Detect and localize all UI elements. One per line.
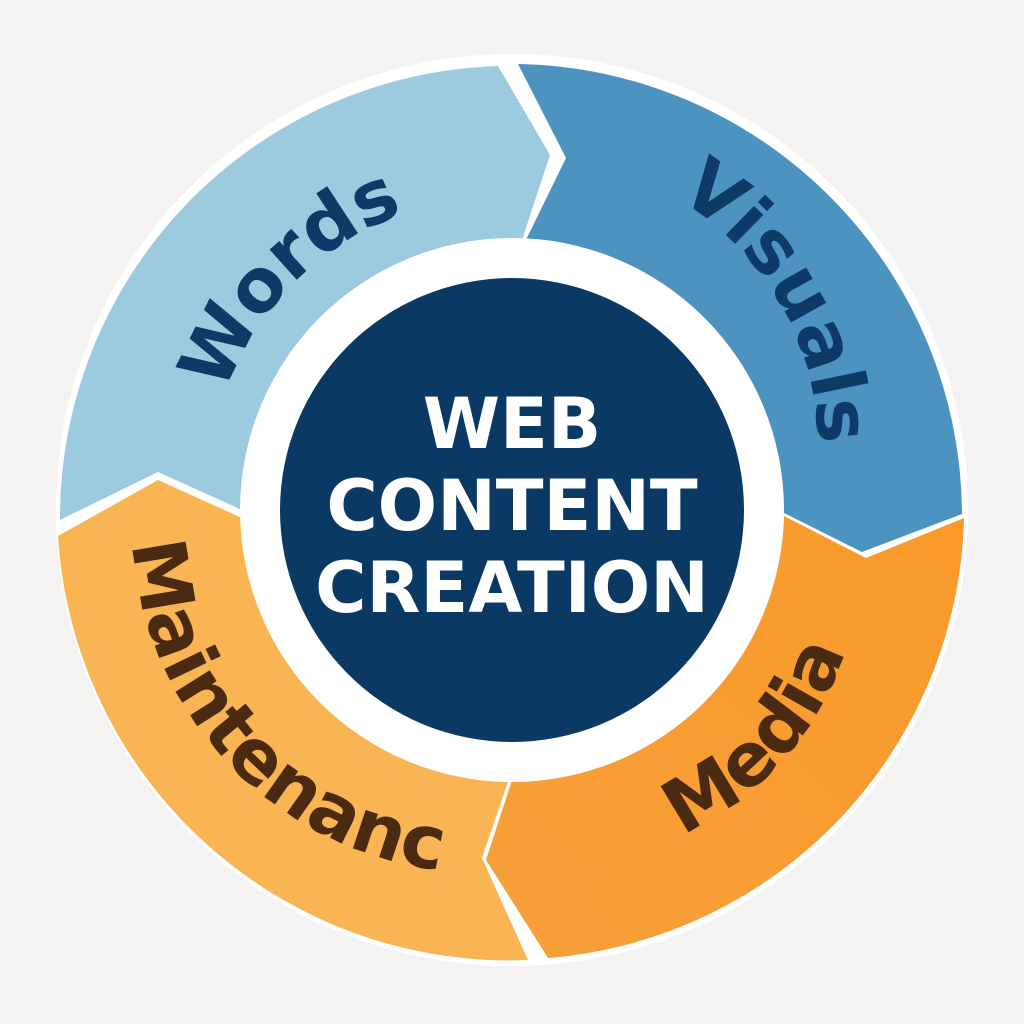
center-title-line-1: WEB <box>423 383 601 465</box>
segment-media <box>486 516 964 958</box>
center-title-line-3: CREATION <box>315 547 709 629</box>
segment-words <box>59 66 550 520</box>
segment-visuals <box>518 64 962 552</box>
center-circle <box>280 278 744 742</box>
center-title-line-2: CONTENT <box>326 465 698 547</box>
segment-maintenance <box>58 480 528 961</box>
